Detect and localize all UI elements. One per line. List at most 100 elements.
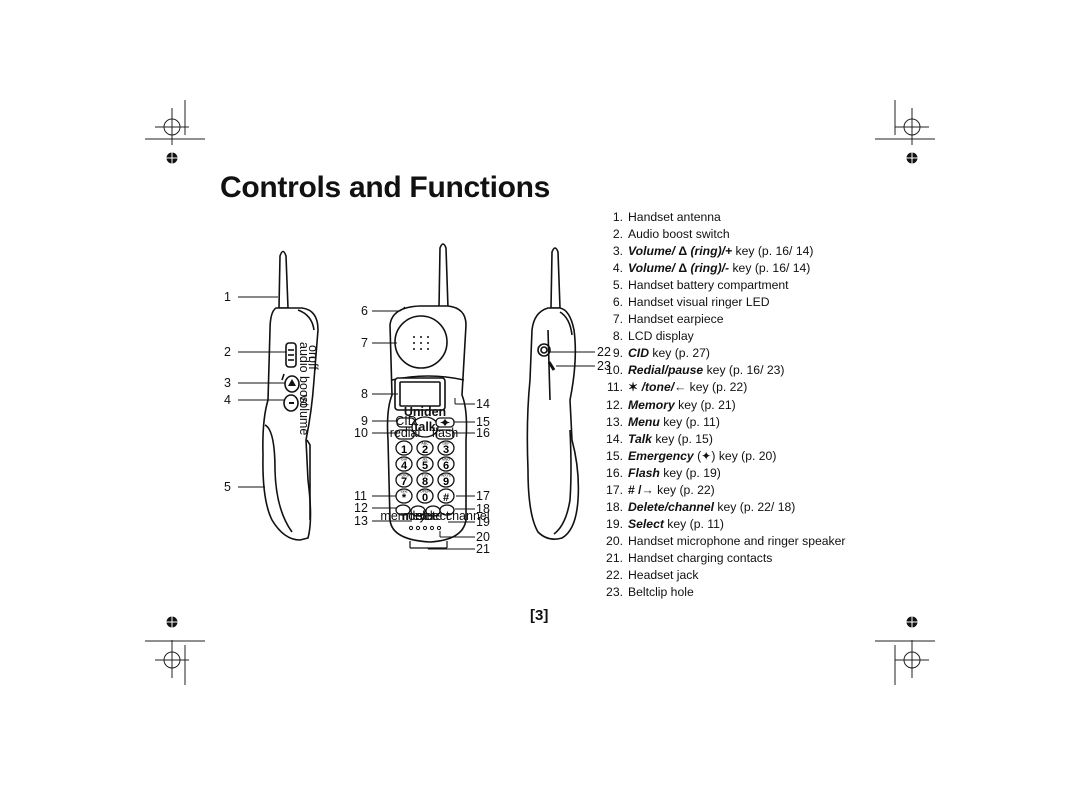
- feature-text: Handset charging contacts: [628, 550, 773, 565]
- flash-key-label: flash: [432, 426, 458, 440]
- center-leader-lines: [372, 306, 475, 550]
- keypad-key-letters: JKL: [422, 458, 428, 462]
- feature-number: 5.: [612, 278, 623, 293]
- feature-text: Flash: [628, 465, 660, 480]
- feature-item: 5. Handset battery compartment: [597, 277, 845, 294]
- audio-boost-on-label: on: [306, 345, 320, 359]
- earpiece-holes: [413, 336, 429, 350]
- keypad-key-shape: [437, 456, 455, 472]
- feature-number: 23.: [606, 585, 623, 600]
- feature-item: 16.Flash key (p. 19): [597, 465, 845, 482]
- feature-text: LCD display: [628, 329, 694, 344]
- registration-dots: [166, 152, 918, 628]
- keypad-key-number: 5: [422, 460, 428, 472]
- feature-item: 11.✶ /tone/← key (p. 22): [597, 379, 845, 396]
- feature-item: 20.Handset microphone and ringer speaker: [597, 533, 845, 550]
- feature-number: 6.: [612, 295, 623, 310]
- feature-text: Audio boost switch: [628, 227, 730, 242]
- feature-number: 8.: [612, 329, 623, 344]
- feature-text: Emergency: [628, 448, 694, 463]
- keypad-key-number: 8: [422, 476, 428, 488]
- feature-text: Δ: [678, 261, 688, 276]
- page-title: Controls and Functions: [220, 171, 551, 204]
- keypad-key-letters: MNO: [442, 458, 450, 462]
- volume-label: volume: [297, 395, 311, 435]
- feature-text: Handset antenna: [628, 210, 721, 224]
- feature-item: 1.Handset antenna: [597, 209, 845, 226]
- feature-text: ✶: [628, 380, 642, 395]
- feature-text: key (p. 19): [659, 465, 721, 480]
- callout-12: 12: [354, 501, 368, 515]
- keypad-key-shape: [416, 456, 434, 472]
- feature-text: key (p. 16/ 14): [729, 261, 811, 276]
- keypad-key-number: 0: [422, 492, 428, 504]
- feature-text: Handset battery compartment: [628, 278, 789, 293]
- feature-number: 18.: [606, 499, 623, 514]
- feature-text: key (p. 15): [651, 431, 713, 446]
- keypad-key-number: 4: [401, 460, 408, 472]
- keypad-key-letters: DEF: [443, 442, 450, 446]
- feature-item: 22. Headset jack: [597, 567, 845, 584]
- feature-text: # /→: [628, 482, 654, 497]
- keypad-key-letters: GHI: [401, 458, 407, 462]
- keypad-key-number: #: [443, 492, 449, 504]
- right-leader-lines: [550, 351, 595, 367]
- crop-marks: [145, 100, 935, 685]
- feature-text: key (p. 22): [686, 380, 748, 395]
- keypad-key-number: 7: [401, 476, 407, 488]
- callout-1: 1: [224, 290, 231, 304]
- callout-4: 4: [224, 393, 231, 407]
- callout-19: 19: [476, 515, 490, 529]
- keypad-key-shape: [395, 440, 413, 456]
- feature-text: key (p. 22): [653, 482, 715, 497]
- keypad-key-letters: TUV: [422, 474, 430, 478]
- feature-text: Talk: [628, 431, 652, 446]
- feature-text: CID: [628, 346, 649, 361]
- feature-text: Handset earpiece: [628, 312, 724, 327]
- feature-number: 11.: [606, 380, 623, 395]
- feature-number: 13.: [606, 414, 623, 429]
- select-key-label: select: [417, 509, 450, 523]
- callout-17: 17: [476, 489, 490, 503]
- memory-key-label: memory: [380, 509, 426, 523]
- callout-6: 6: [361, 304, 368, 318]
- feature-item: 4.Volume/ Δ (ring)/- key (p. 16/ 14): [597, 260, 845, 277]
- keypad-key-number: 1: [401, 444, 407, 456]
- keypad-key-letters: WXYZ: [441, 474, 452, 478]
- menu-key-label: menu: [402, 509, 433, 523]
- keypad-key-shape: [416, 472, 434, 488]
- feature-item: 23.Beltclip hole: [597, 584, 845, 601]
- callout-11: 11: [354, 489, 367, 503]
- callout-7: 7: [361, 336, 368, 350]
- callout-15: 15: [476, 415, 490, 429]
- keypad-key-letters: OPER: [420, 490, 430, 494]
- feature-text: Headset jack: [628, 567, 699, 582]
- callout-2: 2: [224, 345, 231, 359]
- volume-up-icon: [288, 379, 296, 386]
- keypad-key-shape: [437, 472, 455, 488]
- feature-number: 22.: [606, 567, 623, 582]
- feature-text: Δ: [678, 244, 688, 259]
- feature-item: 21.Handset charging contacts: [597, 550, 845, 567]
- keypad-key-shape: [416, 440, 434, 456]
- feature-text: Select: [628, 516, 664, 531]
- feature-number: 14.: [606, 431, 623, 446]
- keypad-key: *tone: [395, 488, 413, 504]
- feature-number: 20.: [606, 533, 623, 548]
- feature-number: 10.: [606, 363, 623, 378]
- feature-text: Memory: [628, 397, 675, 412]
- feature-item: 10.Redial/pause key (p. 16/ 23): [597, 362, 845, 379]
- feature-item: 13.Menu key (p. 11): [597, 414, 845, 431]
- feature-text: Menu: [628, 414, 660, 429]
- keypad-key-number: *: [402, 492, 407, 504]
- audio-boost-off-label: off: [306, 356, 320, 370]
- feature-text: key (p. 16/ 23): [703, 363, 785, 378]
